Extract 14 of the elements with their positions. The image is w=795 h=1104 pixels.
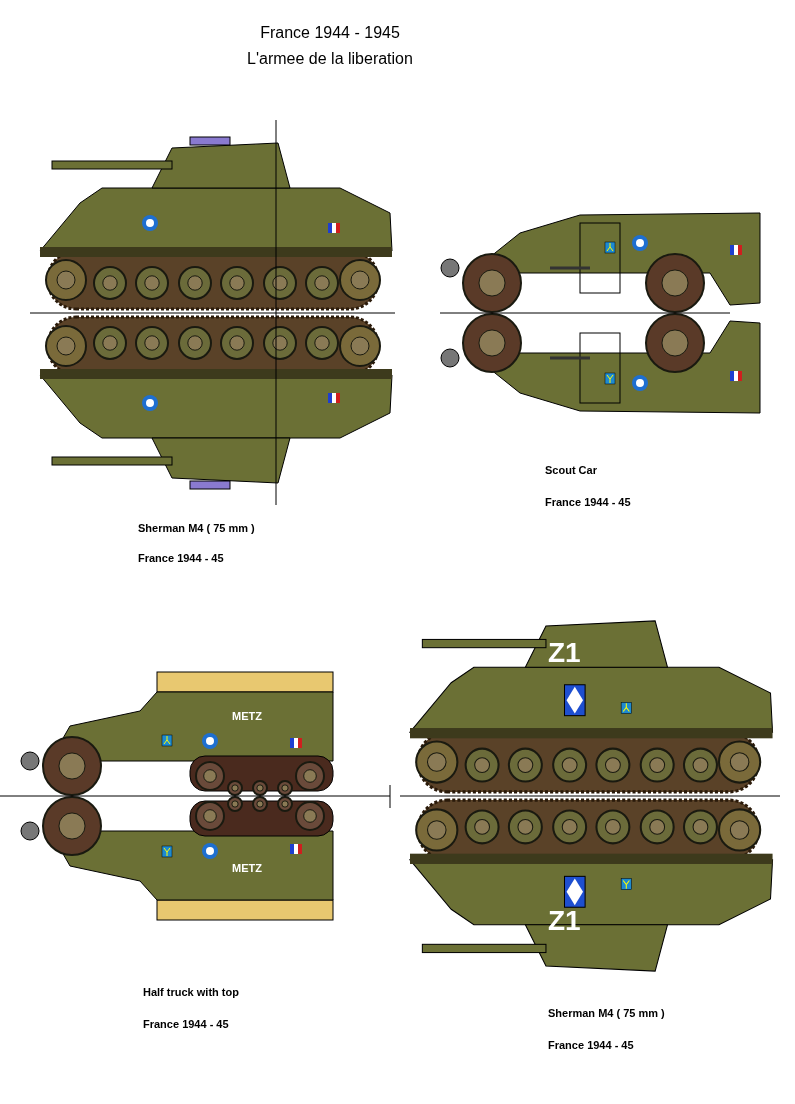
hull-marking: METZ bbox=[232, 710, 262, 722]
date-caption: France 1944 - 45 bbox=[138, 552, 224, 564]
subtitle: L'armee de la liberation bbox=[247, 50, 413, 68]
date-caption: France 1944 - 45 bbox=[545, 496, 631, 508]
title: France 1944 - 1945 bbox=[260, 24, 400, 42]
date-caption: France 1944 - 45 bbox=[548, 1039, 634, 1051]
vehicle-name: Sherman M4 ( 75 mm ) bbox=[548, 1007, 665, 1019]
date-caption: France 1944 - 45 bbox=[143, 1018, 229, 1030]
vehicle-name: Sherman M4 ( 75 mm ) bbox=[138, 522, 255, 534]
vehicle-name: Scout Car bbox=[545, 464, 597, 476]
turret-marking: Z1 bbox=[548, 637, 581, 668]
turret-marking: Z1 bbox=[548, 905, 581, 936]
vehicle-name: Half truck with top bbox=[143, 986, 239, 998]
hull-marking: METZ bbox=[232, 862, 262, 874]
